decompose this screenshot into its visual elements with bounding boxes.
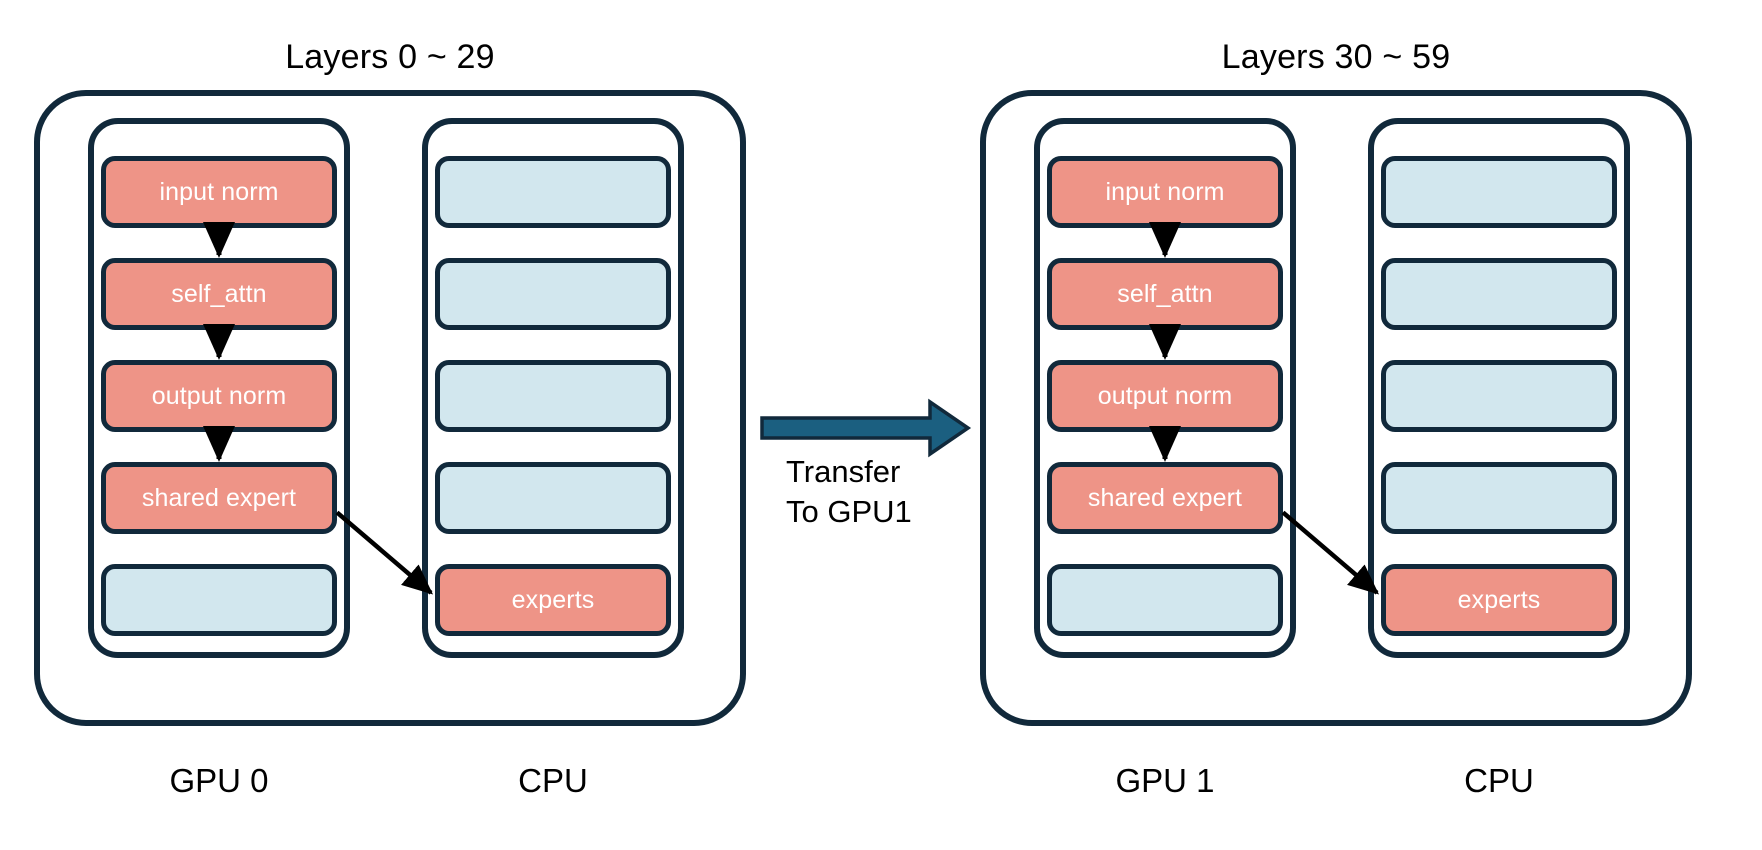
block-experts[interactable]: experts [1381, 564, 1617, 636]
block-self-attn[interactable]: self_attn [1047, 258, 1283, 330]
block-empty[interactable] [1381, 360, 1617, 432]
block-self-attn[interactable]: self_attn [101, 258, 337, 330]
block-output-norm[interactable]: output norm [1047, 360, 1283, 432]
transfer-label: Transfer To GPU1 [786, 452, 912, 531]
block-empty[interactable] [435, 462, 671, 534]
transfer-label-line2: To GPU1 [786, 493, 912, 529]
transfer-arrow-icon [760, 398, 972, 458]
block-experts[interactable]: experts [435, 564, 671, 636]
device-label-gpu: GPU 1 [1115, 762, 1215, 799]
block-shared-expert[interactable]: shared expert [1047, 462, 1283, 534]
block-empty[interactable] [1381, 156, 1617, 228]
panel-title: Layers 30 ~ 59 [1221, 38, 1451, 76]
block-input-norm[interactable]: input norm [1047, 156, 1283, 228]
device-label-cpu: CPU [518, 762, 588, 799]
device-label-cpu: CPU [1464, 762, 1534, 799]
block-empty[interactable] [1047, 564, 1283, 636]
block-empty[interactable] [1381, 258, 1617, 330]
block-empty[interactable] [1381, 462, 1617, 534]
block-empty[interactable] [435, 258, 671, 330]
panel-title: Layers 0 ~ 29 [285, 38, 495, 76]
block-shared-expert[interactable]: shared expert [101, 462, 337, 534]
block-empty[interactable] [435, 156, 671, 228]
block-empty[interactable] [435, 360, 671, 432]
block-empty[interactable] [101, 564, 337, 636]
device-label-gpu: GPU 0 [169, 762, 269, 799]
block-output-norm[interactable]: output norm [101, 360, 337, 432]
block-input-norm[interactable]: input norm [101, 156, 337, 228]
transfer-label-line1: Transfer [786, 454, 901, 489]
